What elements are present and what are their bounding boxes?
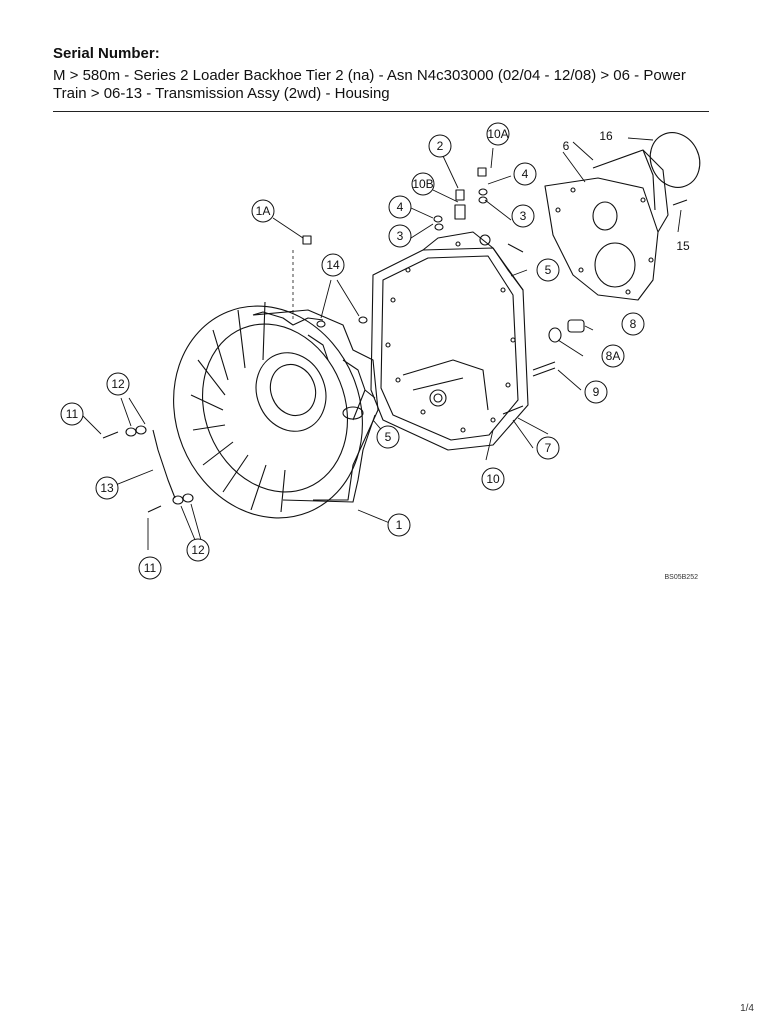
callout-8: 8 <box>621 312 645 336</box>
callout-12-b: 12 <box>186 538 210 562</box>
breadcrumb: M > 580m - Series 2 Loader Backhoe Tier … <box>53 67 686 102</box>
svg-text:13: 13 <box>100 481 114 495</box>
svg-text:10: 10 <box>486 472 500 486</box>
callout-11-a: 11 <box>60 402 84 426</box>
svg-text:8: 8 <box>630 317 637 331</box>
callout-16: 16 <box>599 129 613 143</box>
svg-text:5: 5 <box>545 263 552 277</box>
callout-10b: 10B <box>411 172 435 196</box>
small-parts-drawing <box>102 167 688 513</box>
callout-1a: 1A <box>251 199 275 223</box>
callout-1: 1 <box>387 513 411 537</box>
callout-2: 2 <box>428 134 452 158</box>
svg-text:7: 7 <box>545 441 552 455</box>
svg-text:6: 6 <box>563 139 570 153</box>
svg-text:12: 12 <box>191 543 205 557</box>
callout-6: 6 <box>563 139 570 153</box>
svg-text:4: 4 <box>397 200 404 214</box>
callout-14: 14 <box>321 253 345 277</box>
header-divider <box>53 111 709 112</box>
callouts: 1 1A 2 3 3 4 4 5 5 6 7 8 8A 9 10 10A 10B… <box>60 122 690 580</box>
svg-text:1A: 1A <box>256 204 271 218</box>
bell-housing-drawing <box>173 301 379 519</box>
callout-7: 7 <box>536 436 560 460</box>
svg-text:10B: 10B <box>412 177 433 191</box>
callout-5-b: 5 <box>376 425 400 449</box>
callout-15: 15 <box>676 239 690 253</box>
svg-text:12: 12 <box>111 377 125 391</box>
leader-lines <box>80 137 682 550</box>
svg-text:5: 5 <box>385 430 392 444</box>
svg-text:4: 4 <box>522 167 529 181</box>
svg-text:14: 14 <box>326 258 340 272</box>
cover-gasket-drawing <box>544 132 701 301</box>
svg-text:3: 3 <box>397 229 404 243</box>
diagram-svg: 1 1A 2 3 3 4 4 5 5 6 7 8 8A 9 10 10A 10B… <box>60 122 701 581</box>
page-number: 1/4 <box>740 1003 754 1014</box>
callout-10: 10 <box>481 467 505 491</box>
callout-10a: 10A <box>486 122 510 146</box>
svg-text:11: 11 <box>144 561 157 575</box>
svg-text:8A: 8A <box>606 349 621 363</box>
callout-9: 9 <box>584 380 608 404</box>
svg-text:16: 16 <box>599 129 613 143</box>
svg-text:11: 11 <box>66 407 79 421</box>
serial-number-label: Serial Number: <box>53 45 160 62</box>
callout-13: 13 <box>95 476 119 500</box>
svg-text:3: 3 <box>520 209 527 223</box>
drawing-code: BS05B252 <box>665 574 699 581</box>
svg-text:15: 15 <box>676 239 690 253</box>
callout-3-a: 3 <box>388 224 412 248</box>
svg-text:1: 1 <box>396 518 403 532</box>
transmission-case-drawing <box>370 231 529 451</box>
callout-11-b: 11 <box>138 556 162 580</box>
callout-3-b: 3 <box>511 204 535 228</box>
callout-5-a: 5 <box>536 258 560 282</box>
callout-8a: 8A <box>601 344 625 368</box>
svg-text:2: 2 <box>437 139 444 153</box>
header: Serial Number: M > 580m - Series 2 Loade… <box>53 44 713 103</box>
svg-text:10A: 10A <box>487 127 508 141</box>
callout-4-b: 4 <box>513 162 537 186</box>
svg-text:9: 9 <box>593 385 600 399</box>
callout-12-a: 12 <box>106 372 130 396</box>
exploded-parts-diagram: 1 1A 2 3 3 4 4 5 5 6 7 8 8A 9 10 10A 10B… <box>53 120 713 590</box>
callout-4-a: 4 <box>388 195 412 219</box>
